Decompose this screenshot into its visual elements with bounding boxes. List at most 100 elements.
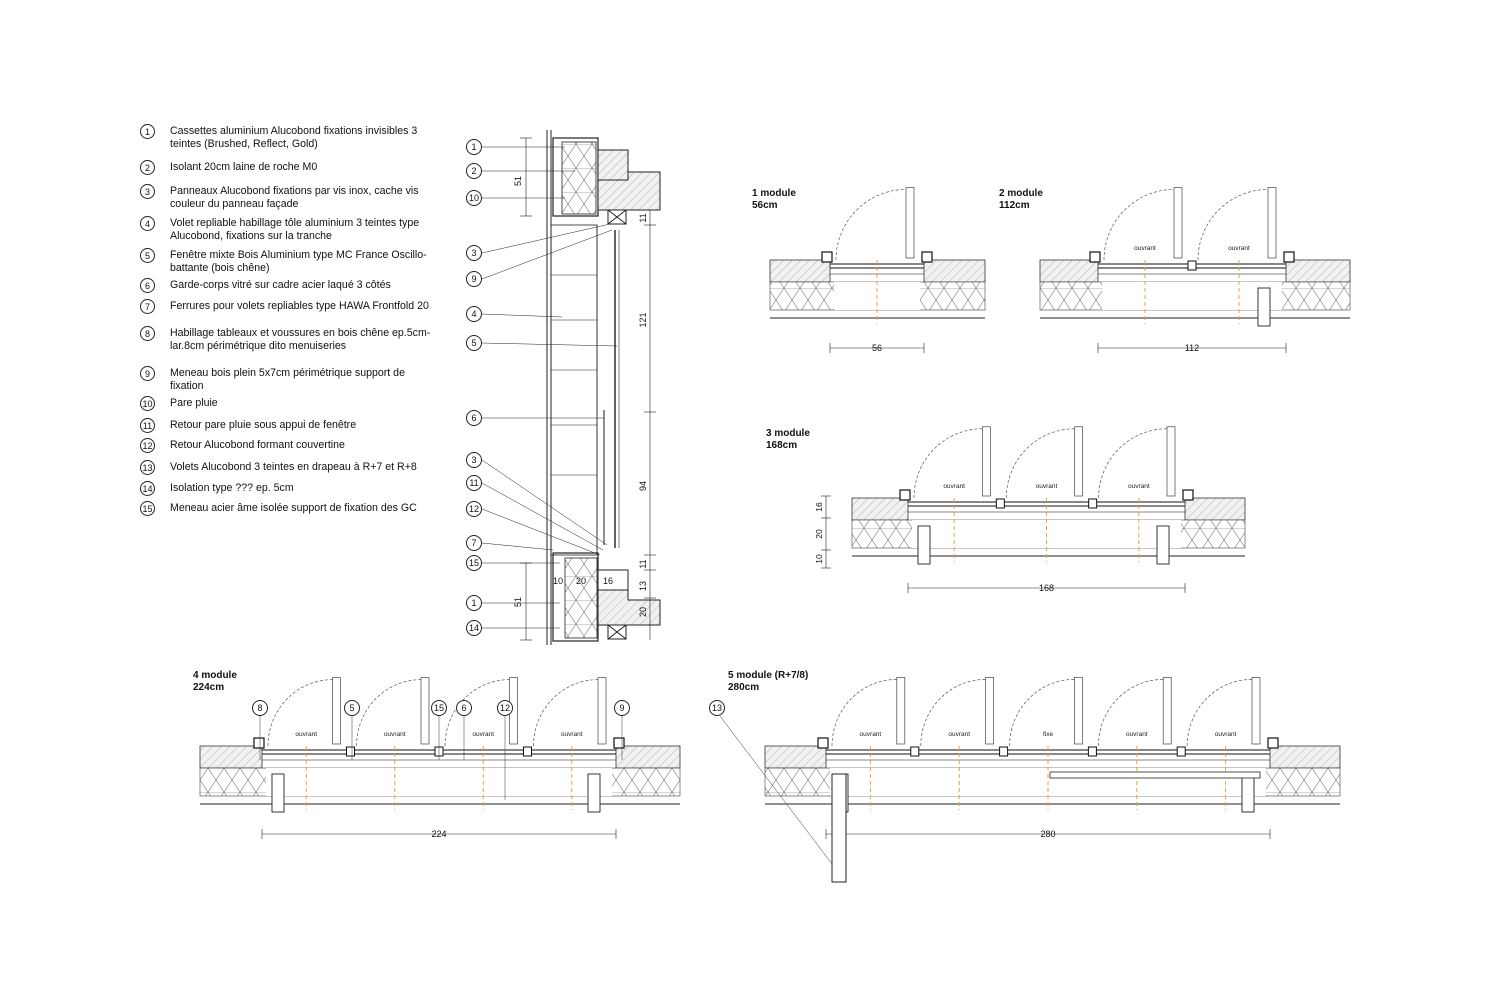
callout-circle (466, 410, 482, 426)
post-left (817, 737, 829, 749)
section-callout-6: 6 (466, 410, 482, 426)
plan-callout-8: 8 (252, 700, 268, 716)
leaf-label: ouvrant (472, 731, 494, 738)
dim-value: 280 (1040, 829, 1055, 839)
wall-left (769, 259, 831, 283)
callout-circle (431, 700, 447, 716)
open-leaf (1267, 187, 1277, 259)
callout-circle (709, 700, 725, 716)
callout-label: 9 (471, 274, 476, 284)
legend-text: Volet repliable habillage tôle aluminium… (170, 217, 420, 242)
swing-arc (1197, 189, 1269, 261)
folded-shutter (271, 773, 285, 813)
callout-label: 12 (469, 504, 479, 514)
post-left (899, 489, 911, 501)
leaf-label: ouvrant (943, 483, 965, 490)
callout-circle (466, 139, 482, 155)
dim-20: 20 (638, 607, 648, 617)
callout-circle (466, 620, 482, 636)
plan-callout-12: 12 (497, 700, 513, 716)
dim-value: 112 (1185, 343, 1199, 353)
legend-text: Meneau bois plein 5x7cm périmétrique sup… (170, 367, 405, 392)
section-callout-2: 2 (466, 163, 482, 179)
legend-number: 3 (140, 184, 155, 199)
legend-text: Pare pluie (170, 397, 218, 409)
callout-label: 5 (349, 703, 354, 713)
legend-number: 9 (140, 366, 155, 381)
callout-label: 7 (471, 538, 476, 548)
section-callout-10: 10 (466, 190, 482, 206)
leaf-label: ouvrant (1036, 483, 1058, 490)
plan-callout-6: 6 (456, 700, 472, 716)
legend-number: 5 (140, 248, 155, 263)
callout-label: 3 (471, 455, 476, 465)
dim-w16: 16 (603, 576, 613, 586)
wall-right (923, 259, 986, 283)
folded-shutter (587, 773, 601, 813)
legend-text: Cassettes aluminium Alucobond fixations … (170, 125, 418, 150)
mullion (523, 746, 532, 757)
callout-label: 10 (469, 193, 479, 203)
legend-text: Panneaux Alucobond fixations par vis ino… (170, 185, 419, 210)
legend-text: Volets Alucobond 3 teintes en drapeau à … (170, 461, 417, 473)
post-right (921, 251, 933, 263)
wall-left (851, 497, 909, 521)
plan-title: 1 module (752, 188, 796, 199)
callout-circle (456, 700, 472, 716)
callout-circle (497, 700, 513, 716)
wall-right (615, 745, 681, 769)
wall-right (1184, 497, 1246, 521)
swing-arc (267, 679, 333, 747)
section-callout-3: 3 (466, 245, 482, 261)
plan-callout-13: 13 (709, 700, 725, 716)
legend-text: Habillage tableaux et voussures en bois … (170, 327, 431, 352)
callout-label: 13 (712, 703, 722, 713)
callout-label: 3 (471, 248, 476, 258)
callout-circle (466, 245, 482, 261)
swing-arc (444, 679, 510, 747)
open-leaf (981, 426, 991, 497)
open-leaf (1074, 426, 1084, 497)
leaf-label: ouvrant (860, 731, 882, 738)
post-left (1089, 251, 1101, 263)
callout-circle (466, 452, 482, 468)
swing-arc (1009, 679, 1075, 747)
dim-121: 121 (638, 312, 648, 327)
legend-text: Meneau acier âme isolée support de fixat… (170, 502, 417, 514)
legend-text: Isolation type ??? ep. 5cm (170, 482, 294, 494)
legend-number: 11 (140, 418, 155, 433)
section-callout-5: 5 (466, 335, 482, 351)
swing-arc (1103, 189, 1175, 261)
section-callout-1: 1 (466, 595, 482, 611)
section-dimensions: 51 11 121 94 11 13 20 51 10 20 16 (513, 176, 648, 617)
open-leaf (896, 677, 906, 745)
plan-subtitle: 224cm (193, 682, 224, 693)
post-left (253, 737, 265, 749)
mullion (1176, 746, 1186, 757)
section-callout-7: 7 (466, 535, 482, 551)
swing-arc (831, 679, 897, 747)
leaf-label: ouvrant (1126, 731, 1148, 738)
open-leaf (1166, 426, 1176, 497)
callout-circle (614, 700, 630, 716)
dim-value: 56 (872, 343, 882, 353)
leaf-label: ouvrant (295, 731, 317, 738)
sliding-panel (1049, 771, 1261, 779)
open-leaf (985, 677, 994, 745)
callout-circle (466, 190, 482, 206)
leaf-label: ouvrant (1228, 245, 1250, 252)
swing-arc (1186, 679, 1253, 747)
dim-11b: 11 (638, 559, 648, 568)
callout-label: 14 (469, 623, 479, 633)
callout-label: 4 (471, 309, 476, 319)
callout-circle (466, 306, 482, 322)
dim-11a: 11 (638, 213, 648, 222)
swing-arc (920, 679, 986, 747)
dim-top-51: 51 (513, 176, 523, 186)
legend-number: 6 (140, 278, 155, 293)
vdim-value: 10 (814, 554, 824, 564)
